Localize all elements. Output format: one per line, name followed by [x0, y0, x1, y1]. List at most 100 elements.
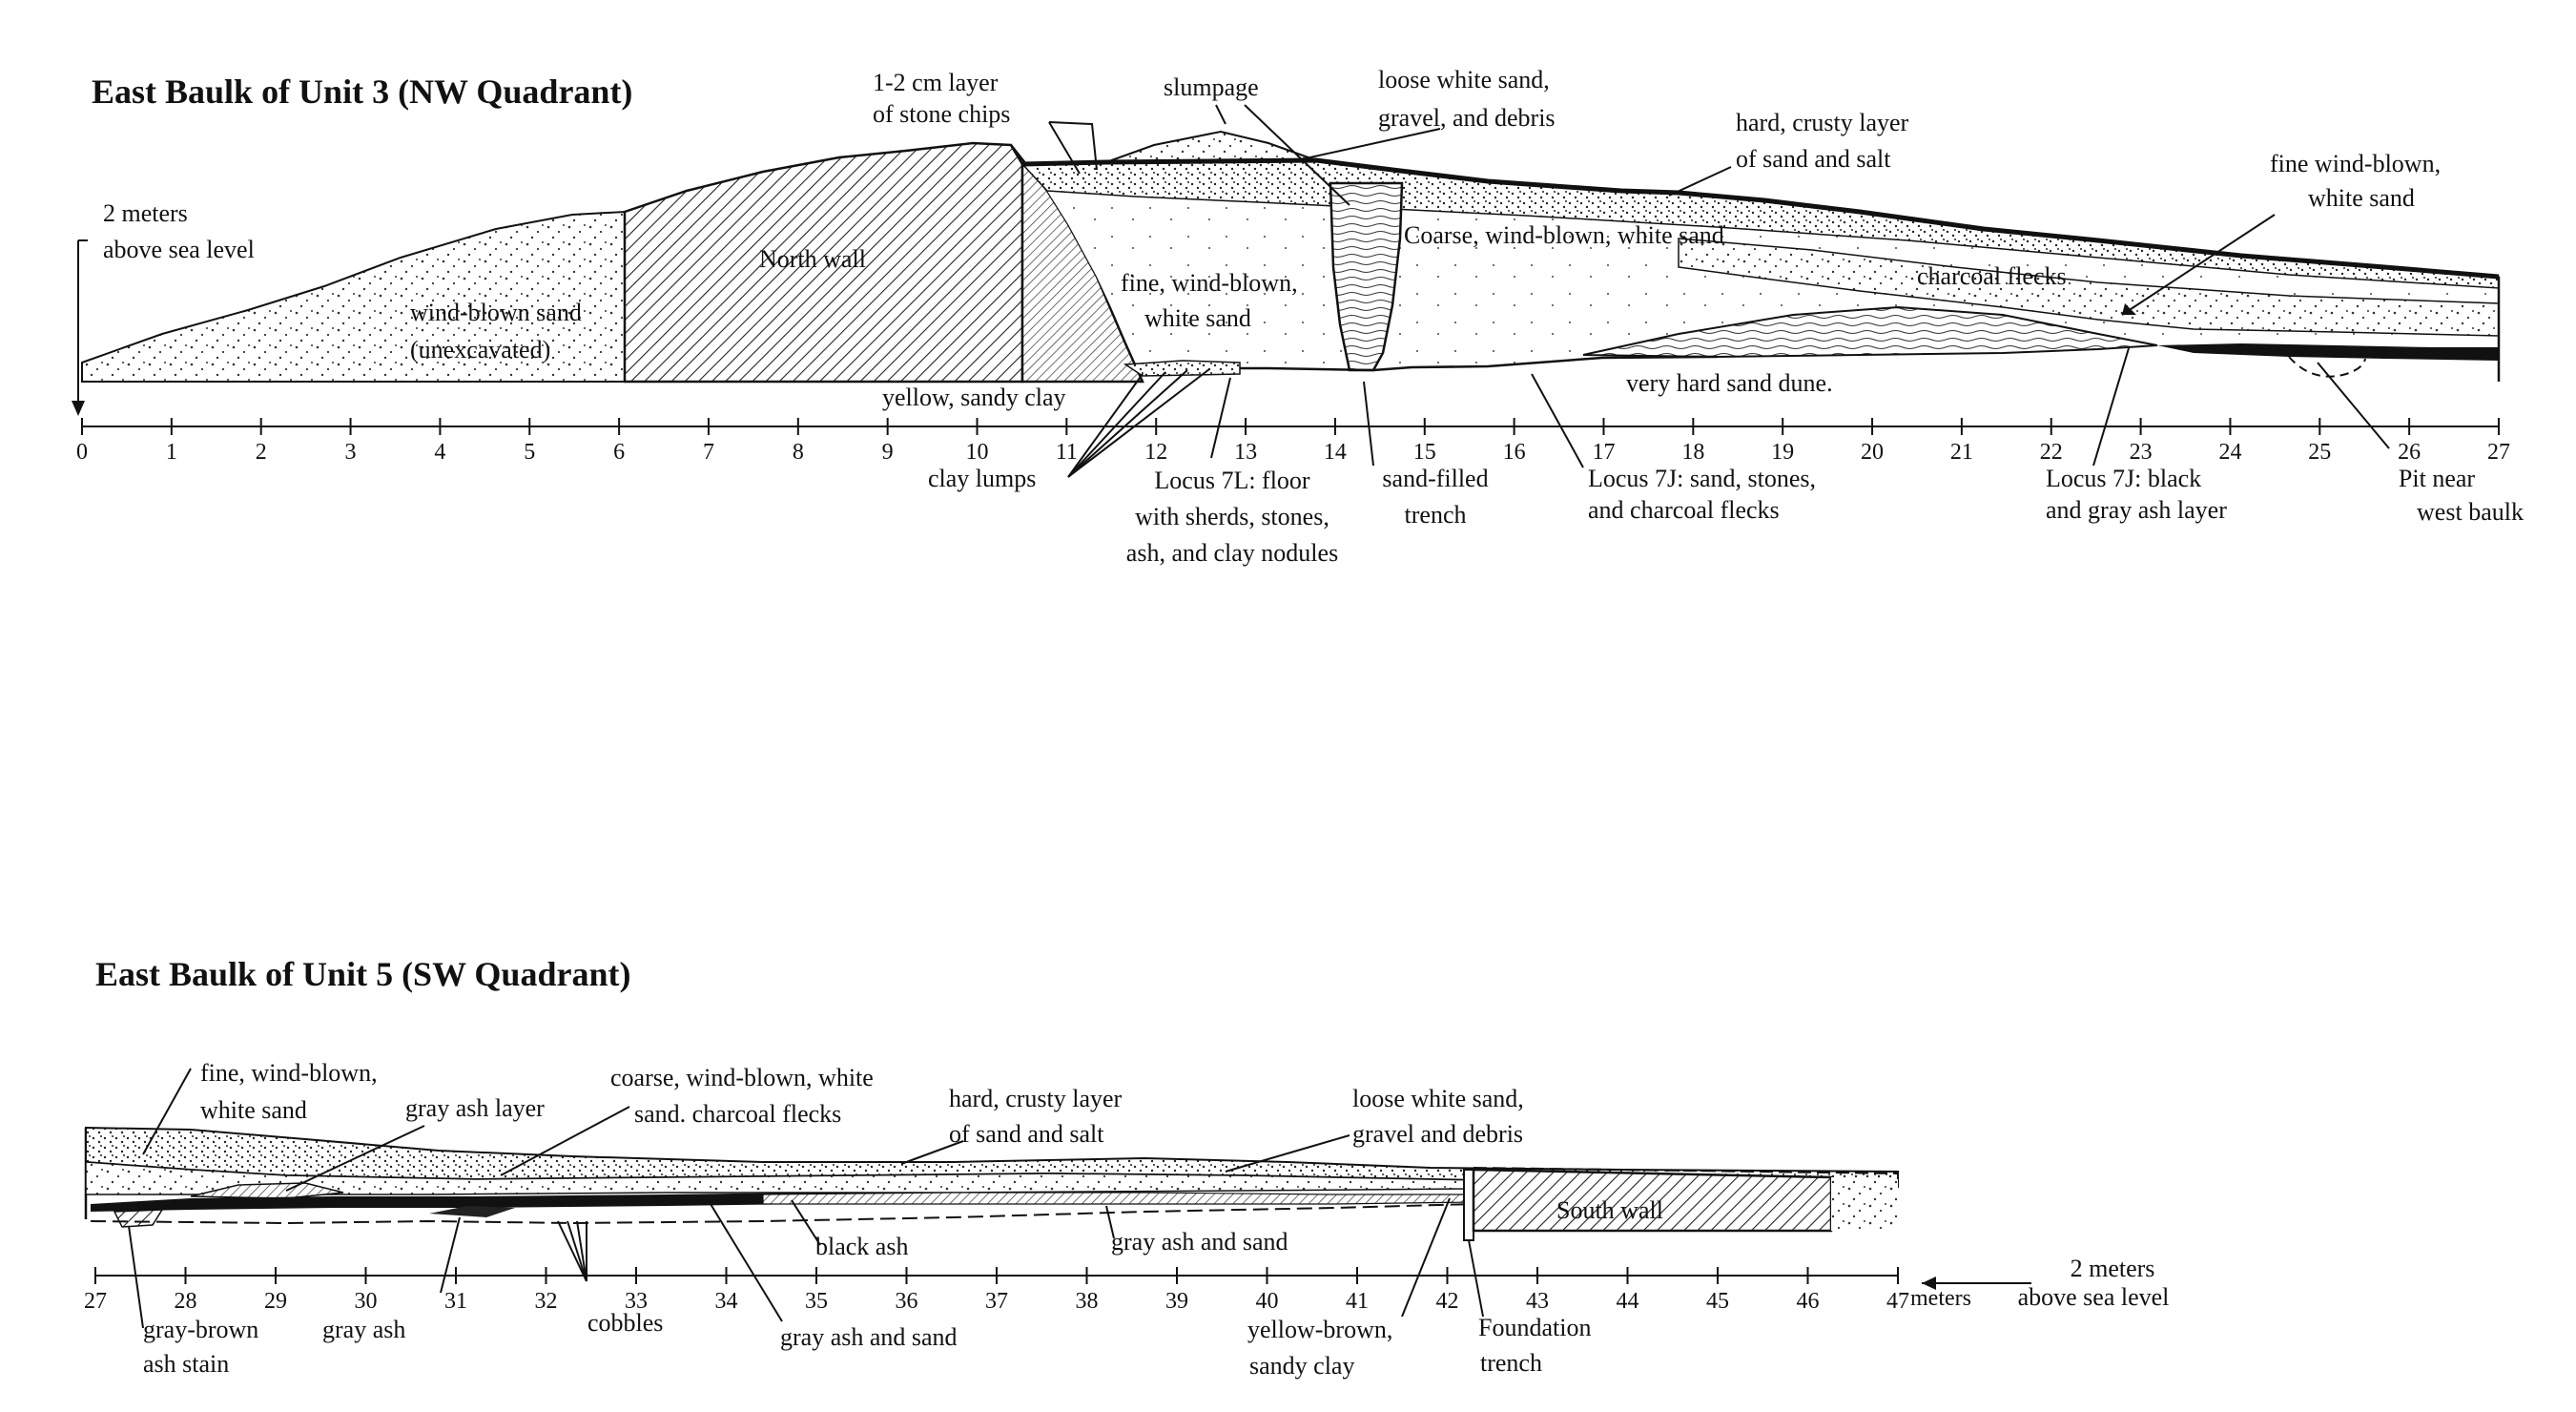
- bottom-scale-tick-label: 44: [1617, 1289, 1639, 1314]
- sand-filled-trench: [1329, 181, 1404, 372]
- bottom-scale-tick-label: 40: [1256, 1289, 1279, 1314]
- lower-boundary: [90, 1203, 1474, 1225]
- north-wall: [623, 141, 1024, 384]
- top-section-title: East Baulk of Unit 3 (NW Quadrant): [92, 73, 632, 111]
- bottom-scale-tick-label: 34: [715, 1289, 738, 1314]
- label-gray-ash-sand: gray ash and sand: [780, 1323, 958, 1351]
- label-gray-ash-layer: gray ash layer: [405, 1094, 545, 1122]
- top-scale-tick-label: 10: [966, 440, 989, 465]
- coarse-sand-band: [1678, 238, 2500, 337]
- bottom-scale-tick-label: 43: [1526, 1289, 1549, 1314]
- bottom-scale-tick-label: 47: [1886, 1289, 1909, 1314]
- bottom-scale-tick-label: 37: [985, 1289, 1008, 1314]
- label-gray-ash-sand-right: gray ash and sand: [1111, 1228, 1288, 1256]
- top-scale-tick-label: 4: [434, 440, 445, 465]
- label-black-ash: black ash: [815, 1233, 908, 1260]
- top-scale-tick-label: 19: [1771, 440, 1794, 465]
- label-gray-ash: gray ash: [322, 1316, 405, 1343]
- top-scale-tick-label: 12: [1144, 440, 1167, 465]
- label-wind-blown-sand: wind-blown sand(unexcavated): [410, 299, 582, 363]
- bottom-scale-tick-label: 35: [805, 1289, 828, 1314]
- label-loose-sand-bottom: loose white sand,gravel and debris: [1352, 1085, 1524, 1148]
- bottom-scale-tick-label: 27: [84, 1289, 107, 1314]
- gray-ash-sand-strip: [762, 1192, 1474, 1205]
- top-leader-lines: [1048, 104, 2390, 478]
- bottom-scale-tick-label: 38: [1076, 1289, 1099, 1314]
- top-scale-tick-label: 22: [2040, 440, 2063, 465]
- bottom-leader-lines: [128, 1068, 2031, 1329]
- top-scale-tick-label: 7: [703, 440, 714, 465]
- label-fine-sand-mid: fine, wind-blown,white sand: [1121, 269, 1298, 332]
- bottom-scale-tick-label: 32: [535, 1289, 558, 1314]
- top-scale-tick-label: 26: [2398, 440, 2421, 465]
- top-scale-tick-label: 17: [1592, 440, 1615, 465]
- top-scale-tick-label: 23: [2130, 440, 2153, 465]
- bottom-section-title: East Baulk of Unit 5 (SW Quadrant): [95, 955, 630, 993]
- top-scale-tick-label: 2: [256, 440, 267, 465]
- bottom-scale-tick-label: 42: [1436, 1289, 1459, 1314]
- top-scale-tick-label: 25: [2308, 440, 2331, 465]
- top-scale-tick-label: 13: [1234, 440, 1257, 465]
- top-scale-tick-label: 21: [1950, 440, 1973, 465]
- top-scale-tick-label: 1: [166, 440, 177, 465]
- label-locus-7j-sand: Locus 7J: sand, stones,and charcoal flec…: [1588, 465, 1816, 524]
- yellow-sandy-clay: [1123, 360, 1241, 377]
- top-scale-tick-label: 24: [2218, 440, 2241, 465]
- top-scale-tick-label: 5: [524, 440, 535, 465]
- top-scale-tick-label: 27: [2487, 440, 2510, 465]
- gray-ash-lens: [429, 1206, 515, 1217]
- top-scale-tick-label: 9: [882, 440, 894, 465]
- bottom-scale-tick-label: 45: [1706, 1289, 1729, 1314]
- label-sand-dune: very hard sand dune.: [1626, 369, 1833, 397]
- slumpage-mound: [1105, 130, 1317, 163]
- top-scale-tick-label: 8: [793, 440, 804, 465]
- pit: [2288, 356, 2366, 378]
- label-fine-sand-bottom: fine, wind-blown,white sand: [200, 1059, 378, 1124]
- label-yellow-clay-bottom: yellow-brown,sandy clay: [1247, 1316, 1392, 1380]
- fine-sand-body: [1047, 191, 2499, 374]
- bottom-scale-tick-label: 33: [625, 1289, 648, 1314]
- top-scale-tick-label: 0: [76, 440, 88, 465]
- label-clay-lumps: clay lumps: [928, 465, 1036, 492]
- label-slumpage: slumpage: [1164, 73, 1259, 101]
- bottom-scale-tick-label: 28: [175, 1289, 197, 1314]
- unexcavated-sand: [81, 210, 626, 383]
- label-coarse-sand: Coarse, wind-blown, white sand: [1404, 221, 1724, 249]
- bottom-scale-tick-label: 39: [1165, 1289, 1188, 1314]
- meters-label: meters: [1910, 1286, 1971, 1311]
- top-scale-tick-label: 6: [613, 440, 625, 465]
- bottom-scale-tick-label: 29: [264, 1289, 287, 1314]
- bottom-scale-tick-label: 36: [896, 1289, 918, 1314]
- label-cobbles: cobbles: [587, 1309, 663, 1337]
- foundation-trench: [1463, 1169, 1474, 1241]
- label-loose-sand: loose white sand,gravel, and debris: [1378, 66, 1556, 132]
- label-charcoal-flecks: charcoal flecks: [1917, 262, 2067, 290]
- sand-dune: [1582, 305, 2158, 359]
- top-scale-tick-label: 20: [1861, 440, 1884, 465]
- bottom-scale-tick-label: 46: [1797, 1289, 1820, 1314]
- top-scale-tick-label: 3: [345, 440, 357, 465]
- label-yellow-clay: yellow, sandy clay: [882, 384, 1066, 411]
- black-ash-layer: [2157, 343, 2499, 361]
- top-scale-tick-label: 14: [1324, 440, 1347, 465]
- label-fine-sand-right: fine wind-blown,white sand: [2270, 150, 2441, 212]
- ash-stain: [113, 1209, 164, 1228]
- top-scale-tick-label: 18: [1681, 440, 1704, 465]
- label-south-wall: South wall: [1556, 1196, 1663, 1224]
